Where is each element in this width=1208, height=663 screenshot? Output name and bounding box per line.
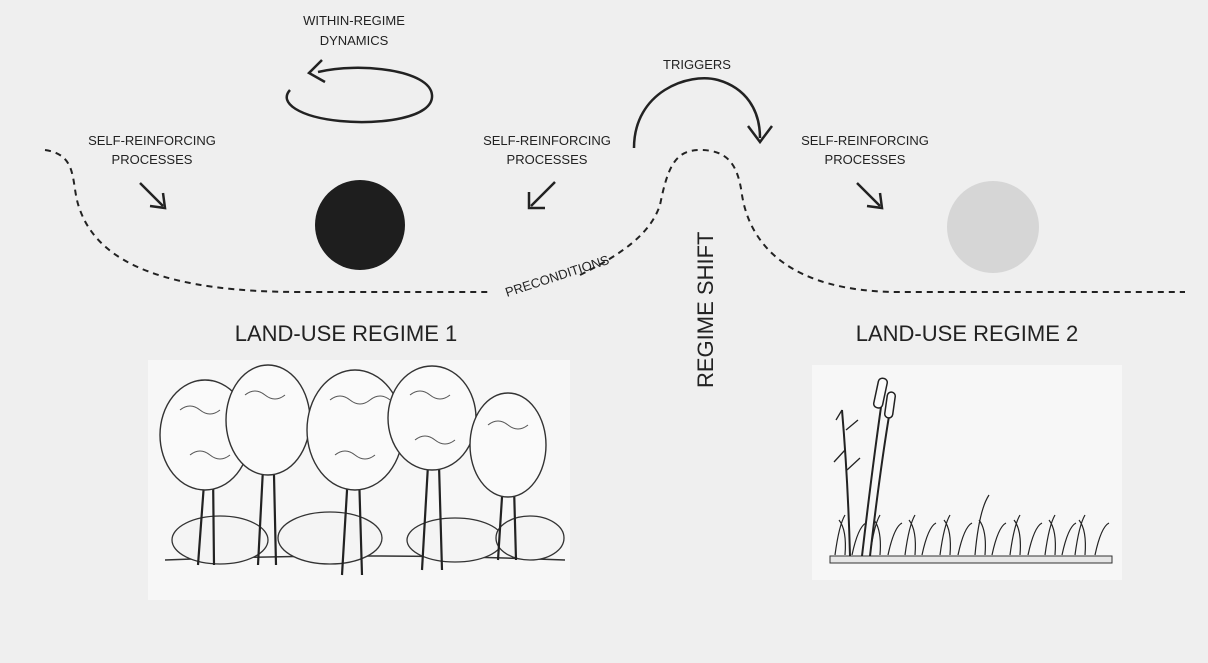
grassland-cattails-illustration [812,365,1122,580]
triggers-arc-arrow-icon [632,77,762,149]
preconditions-label: PRECONDITIONS [503,252,611,300]
circular-arrow-head-icon [306,59,326,84]
srp-right-label-line1: SELF-REINFORCING [801,133,929,148]
stability-landscape-curve [44,149,490,293]
regime1-state-ball [315,180,405,270]
triggers-label: TRIGGERS [663,57,731,72]
circular-arrow-icon [285,66,434,124]
srp-right-label-line2: PROCESSES [825,152,906,167]
stability-landscape-curve-rise [579,148,1185,293]
srp-mid-arrow-icon [527,181,556,210]
srp-right-arrow-icon [856,182,884,210]
within-regime-label-line1: WITHIN-REGIME [303,13,405,28]
forest-trees-illustration [148,360,570,600]
regime-shift-label: REGIME SHIFT [693,232,718,388]
srp-left-label-line2: PROCESSES [112,152,193,167]
within-regime-label-line2: DYNAMICS [320,33,389,48]
regime1-title: LAND-USE REGIME 1 [235,321,458,346]
srp-left-arrow-icon [139,182,167,210]
srp-mid-label-line2: PROCESSES [507,152,588,167]
triggers-arrow-head-icon [747,125,773,145]
srp-left-label-line1: SELF-REINFORCING [88,133,216,148]
srp-mid-label-line1: SELF-REINFORCING [483,133,611,148]
regime2-title: LAND-USE REGIME 2 [856,321,1079,346]
regime2-state-ball [947,181,1039,273]
